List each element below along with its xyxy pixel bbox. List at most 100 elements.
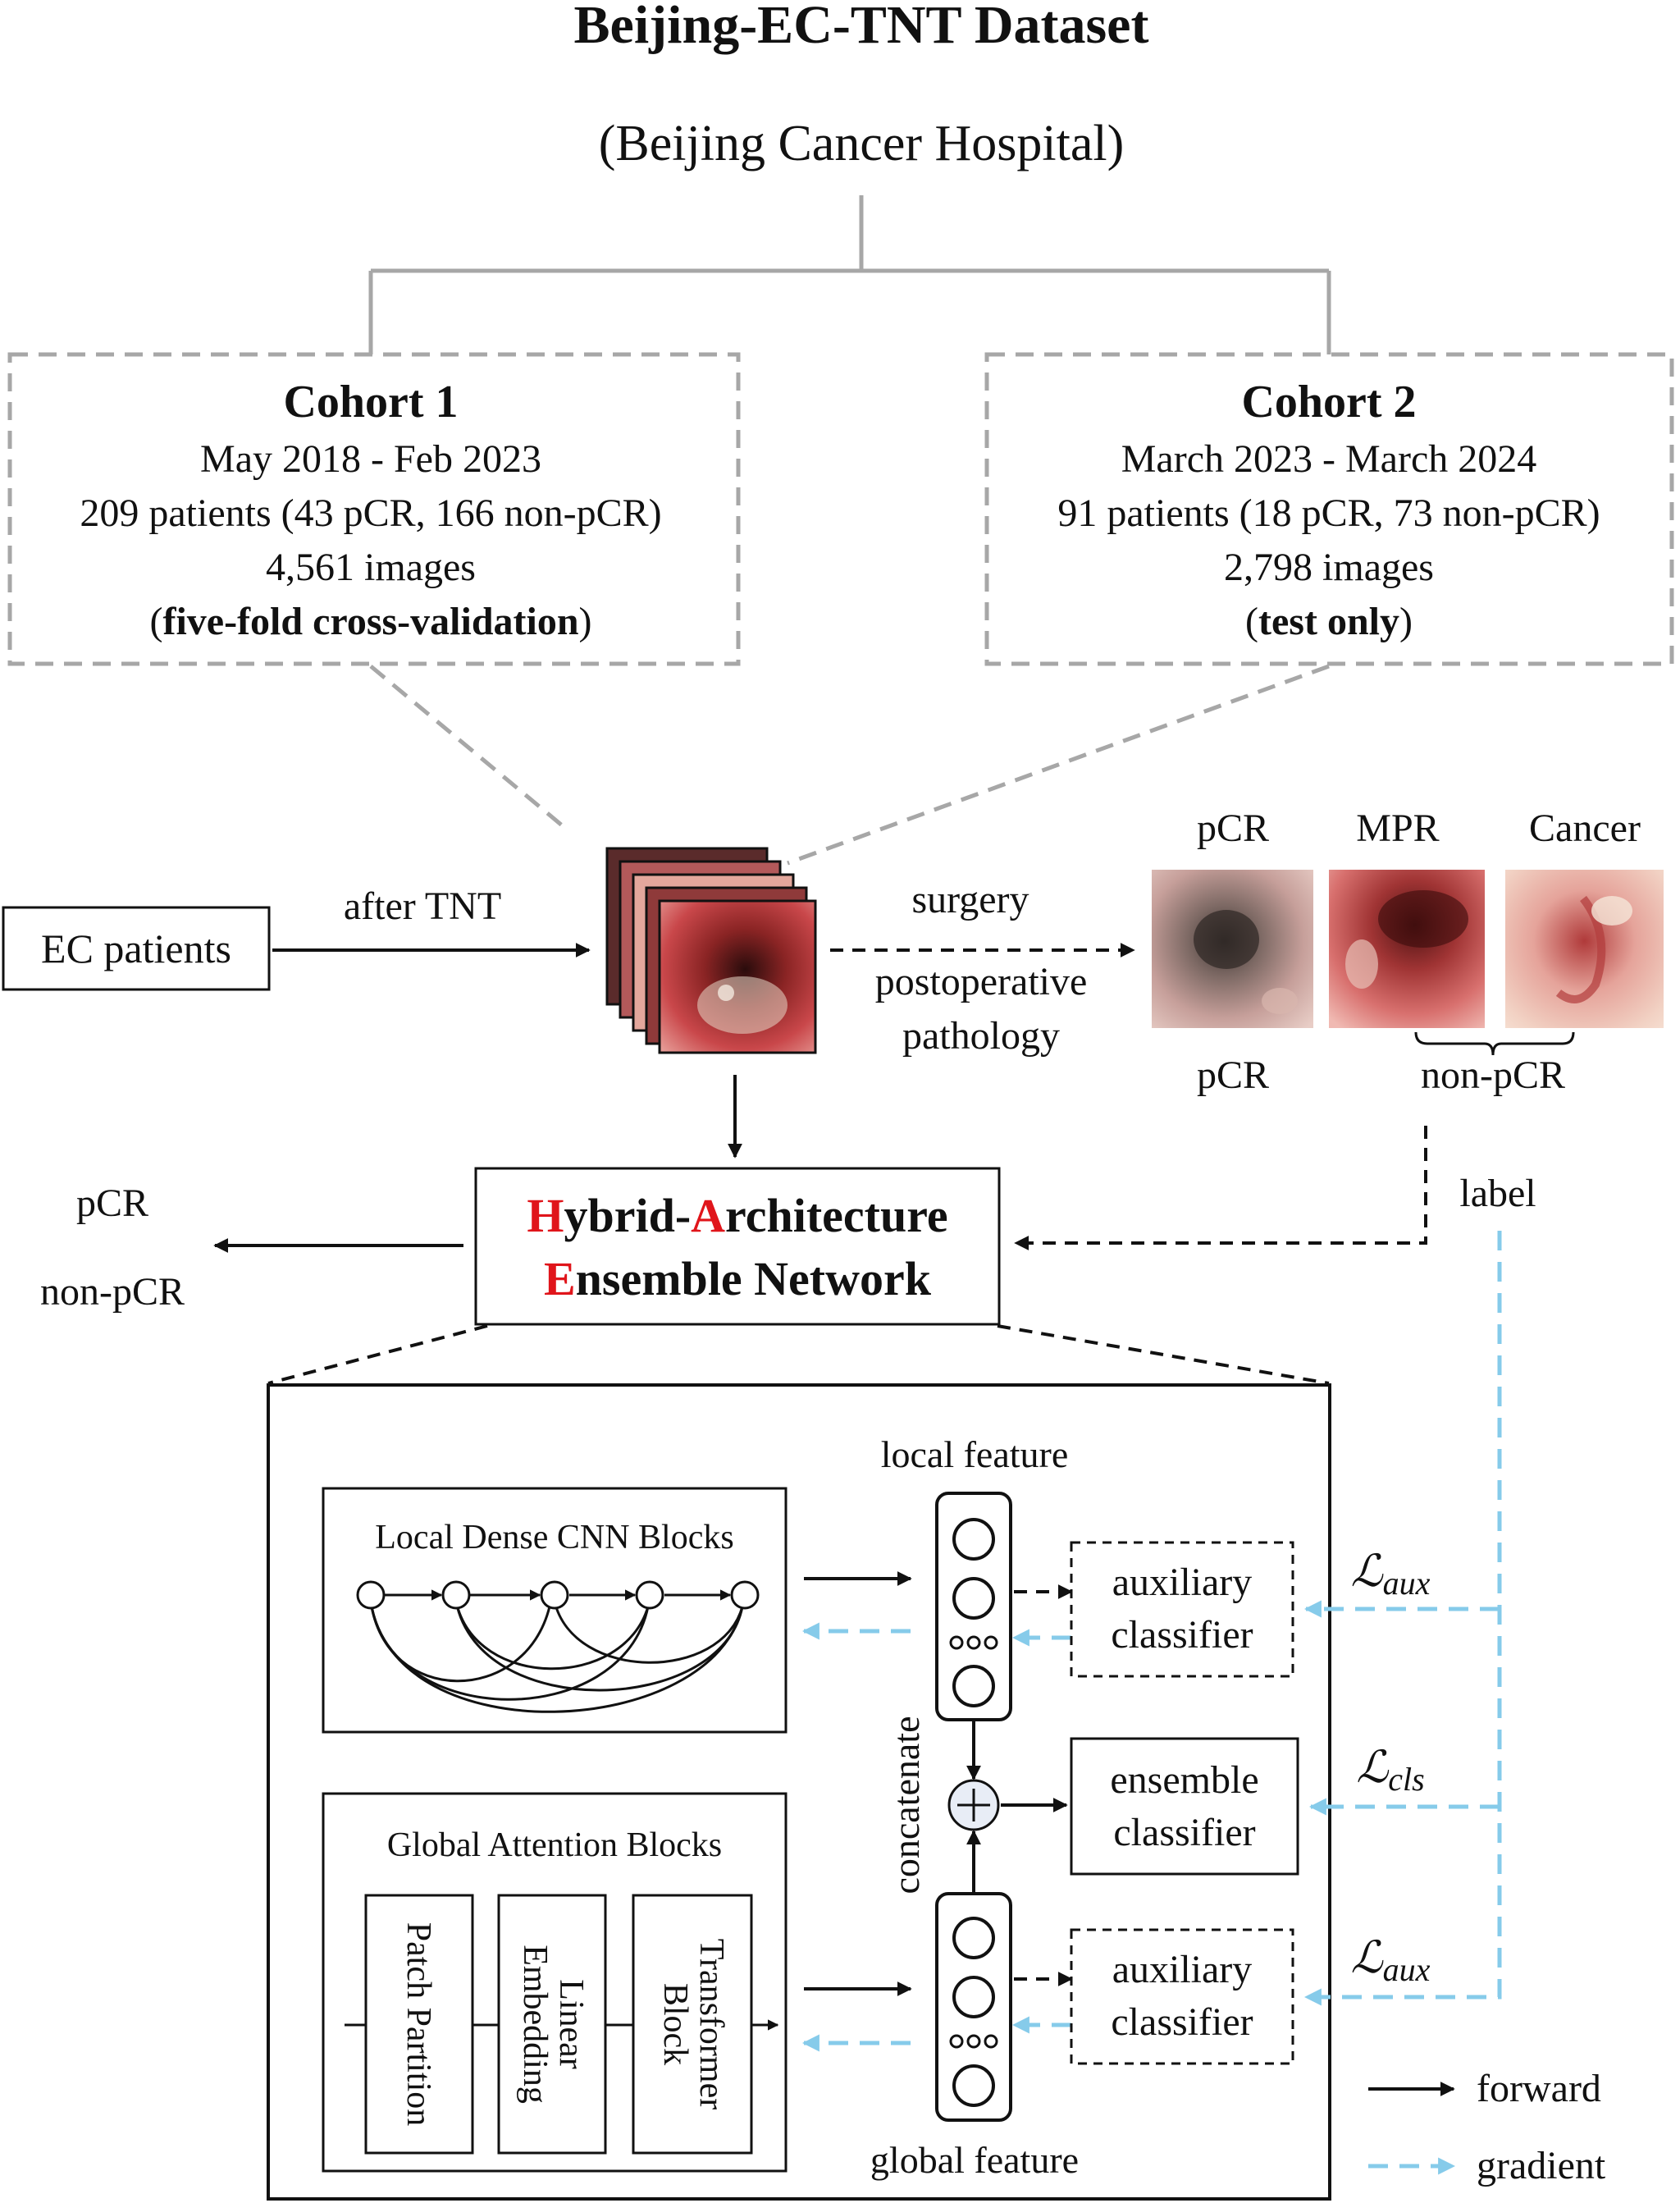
dense-connections — [356, 1580, 760, 1713]
tree-connector — [368, 195, 1331, 354]
cohort-2-title: Cohort 2 — [1241, 377, 1416, 427]
zoom-line-left — [267, 1324, 488, 1385]
linear-embedding-line-1: Linear — [552, 1979, 590, 2069]
cohort-1-box: Cohort 1 May 2018 - Feb 2023 209 patient… — [7, 352, 741, 666]
example-header-pcr: pCR — [1197, 807, 1269, 850]
ec-patients-label: EC patients — [41, 926, 231, 971]
aux-classifier-local — [1070, 1541, 1294, 1678]
linear-embedding-label: LinearEmbedding — [516, 1945, 590, 2104]
loss-aux-local-symbol: ℒ — [1351, 1547, 1384, 1596]
transformer-line-2: Block — [656, 1983, 694, 2065]
cohort-1-usage-text: five-fold cross-validation — [162, 600, 578, 643]
aux-global-line-2: classifier — [1111, 2000, 1253, 2044]
concat-operator — [947, 1779, 1000, 1831]
example-group-pcr: pCR — [1197, 1054, 1269, 1097]
detail-panel — [267, 1383, 1331, 2201]
loss-cls-sub: cls — [1388, 1761, 1424, 1798]
cohort-1-dates: May 2018 - Feb 2023 — [200, 437, 541, 481]
linear-embedding-box — [497, 1894, 607, 2155]
global-feature-node — [952, 1976, 995, 2018]
aux-local-line-1: auxiliary — [1112, 1561, 1253, 1604]
postoperative-label: postoperative — [875, 960, 1088, 1003]
network-box — [474, 1167, 1001, 1326]
pathology-label: pathology — [902, 1014, 1060, 1058]
cohort-2-usage-open: ( — [1245, 600, 1258, 643]
local-cnn-title: Local Dense CNN Blocks — [375, 1519, 733, 1556]
cohort-2-patients: 91 patients (18 pCR, 73 non-pCR) — [1057, 491, 1600, 535]
network-text-nsemble: nsemble Network — [576, 1252, 932, 1305]
cohort-1-link — [369, 665, 568, 830]
aux-classifier-global — [1070, 1928, 1294, 2065]
legend-gradient-label: gradient — [1477, 2144, 1606, 2187]
cohort-1-usage: (five-fold cross-validation) — [149, 600, 591, 643]
transformer-block-label: TransformerBlock — [656, 1939, 730, 2109]
hospital-subtitle: (Beijing Cancer Hospital) — [599, 116, 1125, 171]
concatenate-label: concatenate — [885, 1716, 927, 1894]
network-title-line-1: Hybrid-Architecture — [527, 1189, 947, 1242]
legend: forward gradient — [1368, 2067, 1606, 2187]
endoscopy-image-stack — [605, 847, 817, 1054]
cohort-2-usage-text: test only — [1258, 600, 1399, 643]
example-header-cancer: Cancer — [1529, 807, 1641, 850]
aux-global-line-1: auxiliary — [1112, 1948, 1253, 1991]
loss-aux-local: ℒaux — [1351, 1547, 1431, 1602]
example-group-nonpcr: non-pCR — [1421, 1054, 1565, 1097]
cohort-1-usage-open: ( — [149, 600, 162, 643]
dataset-title: Beijing-EC-TNT Dataset — [574, 0, 1149, 55]
non-pcr-brace — [1414, 1031, 1575, 1056]
network-title-line-2: Ensemble Network — [544, 1252, 932, 1305]
cohort-1-images: 4,561 images — [266, 546, 476, 589]
cohort-2-dates: March 2023 - March 2024 — [1121, 437, 1537, 481]
ensemble-line-1: ensemble — [1110, 1758, 1258, 1802]
cohort-1-title: Cohort 1 — [283, 377, 458, 427]
patch-partition-box — [364, 1894, 474, 2155]
local-feature-ellipsis — [949, 1635, 998, 1650]
loss-aux-global-symbol: ℒ — [1351, 1933, 1384, 1982]
cohort-1-patients: 209 patients (43 pCR, 166 non-pCR) — [80, 491, 661, 535]
cohort-2-usage-close: ) — [1399, 600, 1413, 643]
example-header-mpr: MPR — [1356, 807, 1439, 850]
transformer-line-1: Transformer — [692, 1939, 730, 2109]
cohort-1-usage-close: ) — [579, 600, 592, 643]
global-attention-title: Global Attention Blocks — [387, 1826, 722, 1864]
global-feature-node — [952, 1917, 995, 1959]
loss-aux-global-sub: aux — [1383, 1951, 1431, 1988]
output-pcr: pCR — [76, 1181, 148, 1225]
local-feature-label: local feature — [881, 1433, 1069, 1475]
cohort-2-box: Cohort 2 March 2023 - March 2024 91 pati… — [984, 352, 1674, 666]
ensemble-classifier-label: ensemble classifier — [1110, 1758, 1258, 1854]
network-initial-e: E — [544, 1252, 576, 1305]
output-nonpcr: non-pCR — [40, 1270, 185, 1314]
network-text-ybrid: ybrid- — [564, 1189, 691, 1242]
global-feature-node — [952, 2064, 995, 2107]
linear-embedding-line-2: Embedding — [516, 1945, 554, 2104]
local-cnn-box — [322, 1487, 788, 1734]
cohort-2-images: 2,798 images — [1224, 546, 1434, 589]
local-feature-node — [952, 1577, 995, 1620]
cohort-2-link — [787, 664, 1330, 866]
loss-cls-symbol: ℒ — [1356, 1743, 1389, 1792]
local-feature-node — [952, 1518, 995, 1561]
patch-partition-label: Patch Partition — [399, 1922, 437, 2126]
after-tnt-label: after TNT — [344, 884, 501, 928]
cohort-2-usage: (test only) — [1245, 600, 1413, 643]
loss-aux-local-sub: aux — [1383, 1565, 1431, 1602]
example-image-mpr — [1329, 870, 1485, 1028]
ensemble-classifier — [1070, 1737, 1299, 1876]
example-image-cancer — [1505, 870, 1664, 1028]
surgery-label: surgery — [911, 878, 1029, 921]
label-gradient-trunk — [1303, 1231, 1502, 2006]
ec-patients-box — [2, 906, 271, 991]
network-text-rchitecture: rchitecture — [725, 1189, 948, 1242]
label-path — [1014, 1126, 1427, 1250]
global-feature-label: global feature — [870, 2139, 1079, 2181]
transformer-block-box — [632, 1894, 753, 2155]
global-feature-ellipsis — [949, 2034, 998, 2049]
loss-aux-global: ℒaux — [1351, 1933, 1431, 1988]
ensemble-line-2: classifier — [1113, 1811, 1255, 1854]
aux-classifier-global-label: auxiliary classifier — [1111, 1948, 1253, 2044]
network-initial-h: H — [527, 1189, 564, 1242]
loss-cls: ℒcls — [1356, 1743, 1424, 1798]
aux-local-line-2: classifier — [1111, 1613, 1253, 1657]
